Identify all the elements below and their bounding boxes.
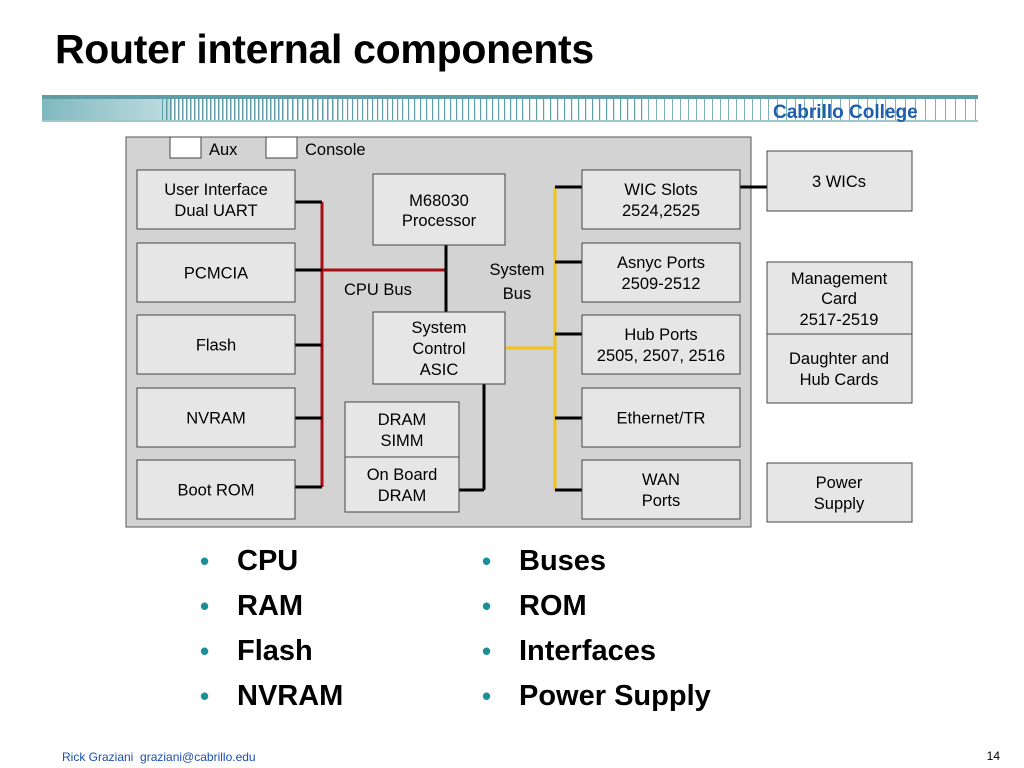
bullet-item: • Interfaces — [482, 631, 711, 676]
management-label-1: Management — [791, 270, 888, 288]
left-box-2 — [136, 314, 296, 375]
daughter-label-1: Daughter and — [789, 350, 889, 368]
right-box-2-label-1: 2505, 2507, 2516 — [597, 347, 725, 365]
aux-port — [169, 136, 202, 159]
console-port — [265, 136, 298, 159]
bullet-dot-icon: • — [200, 681, 210, 711]
power-label-1: Power — [816, 474, 863, 492]
left-box-1-label-0: PCMCIA — [184, 265, 248, 283]
cpu-bus-label: CPU Bus — [344, 281, 412, 299]
processor-box — [372, 173, 506, 246]
power-supply-box — [766, 462, 913, 523]
management-label-3: 2517-2519 — [800, 311, 879, 329]
right-box-1-label-0: Asnyc Ports — [617, 254, 705, 272]
daughter-cards-box — [766, 333, 913, 404]
asic-label-1: System — [411, 319, 466, 337]
bullet-text: Buses — [519, 545, 607, 577]
bullet-text: Interfaces — [519, 635, 657, 667]
asic-label-2: Control — [412, 340, 465, 358]
dram-label-1: DRAM — [378, 411, 427, 429]
system-bus-label-1: System — [489, 261, 544, 279]
bullet-list-left: • CPU • RAM • Flash • NVRAM — [200, 541, 343, 721]
bullet-text: Power Supply — [519, 680, 711, 712]
onboard-label-1: On Board — [367, 466, 438, 484]
right-box-4 — [581, 459, 741, 520]
bullet-item: • Power Supply — [482, 676, 711, 721]
dram-simm-box — [344, 401, 460, 458]
management-label-2: Card — [821, 290, 857, 308]
onboard-dram-box — [344, 456, 460, 513]
left-box-0-label-1: Dual UART — [174, 202, 257, 220]
right-box-1-label-1: 2509-2512 — [622, 275, 701, 293]
system-bus — [506, 187, 557, 490]
slide-title: Router internal components — [55, 26, 594, 72]
bullet-dot-icon: • — [200, 546, 210, 576]
left-box-4-label-0: Boot ROM — [177, 482, 254, 500]
left-box-0 — [136, 169, 296, 230]
right-box-0 — [581, 169, 741, 230]
aux-port-label: Aux — [209, 141, 238, 159]
left-box-3-label-0: NVRAM — [186, 410, 246, 428]
bullet-text: Flash — [237, 635, 313, 667]
left-connectors — [295, 200, 486, 492]
left-box-1 — [136, 242, 296, 303]
onboard-label-2: DRAM — [378, 487, 427, 505]
console-port-label: Console — [305, 141, 366, 159]
footer-email-link[interactable]: graziani@cabrillo.edu — [140, 750, 256, 764]
bullet-dot-icon: • — [482, 546, 492, 576]
dram-label-2: SIMM — [380, 432, 423, 450]
left-box-0-label-0: User Interface — [164, 181, 268, 199]
bullet-text: CPU — [237, 545, 299, 577]
bullet-text: NVRAM — [237, 680, 344, 712]
bullet-text: ROM — [519, 590, 587, 622]
page-number: 14 — [986, 749, 1000, 763]
asic-box — [372, 311, 506, 385]
bullet-dot-icon: • — [200, 591, 210, 621]
right-box-0-label-1: 2524,2525 — [622, 202, 700, 220]
bullet-item: • RAM — [200, 586, 343, 631]
footer-author-name: Rick Graziani — [62, 750, 134, 764]
left-box-2-label-0: Flash — [196, 337, 236, 355]
asic-label-3: ASIC — [420, 361, 459, 379]
bullet-item: • CPU — [200, 541, 343, 586]
left-box-3 — [136, 387, 296, 448]
power-label-2: Supply — [814, 495, 865, 513]
right-box-3-label-0: Ethernet/TR — [617, 410, 706, 428]
right-box-3 — [581, 387, 741, 448]
wics-label: 3 WICs — [812, 173, 866, 191]
left-box-4 — [136, 459, 296, 520]
right-box-2 — [581, 314, 741, 375]
right-box-4-label-0: WAN — [642, 471, 680, 489]
bullet-dot-icon: • — [482, 681, 492, 711]
right-box-4-label-1: Ports — [642, 492, 681, 510]
management-card-box — [766, 261, 913, 335]
bullet-list-right: • Buses • ROM • Interfaces • Power Supply — [482, 541, 711, 721]
bullet-item: • NVRAM — [200, 676, 343, 721]
bullet-item: • Flash — [200, 631, 343, 676]
processor-label-1: M68030 — [409, 192, 469, 210]
bullet-text: RAM — [237, 590, 304, 622]
footer-author: Rick Graziani graziani@cabrillo.edu — [62, 750, 256, 764]
bullet-dot-icon: • — [200, 636, 210, 666]
right-box-0-label-0: WIC Slots — [624, 181, 697, 199]
bullet-dot-icon: • — [482, 591, 492, 621]
processor-label-2: Processor — [402, 212, 477, 230]
bullet-item: • ROM — [482, 586, 711, 631]
bullet-dot-icon: • — [482, 636, 492, 666]
header-banner — [42, 95, 978, 122]
bullet-item: • Buses — [482, 541, 711, 586]
wics-box — [766, 150, 913, 212]
right-box-2-label-0: Hub Ports — [624, 326, 697, 344]
system-bus-label-2: Bus — [503, 285, 531, 303]
right-box-1 — [581, 242, 741, 303]
college-brand: Cabrillo College — [773, 102, 918, 123]
daughter-label-2: Hub Cards — [800, 371, 879, 389]
right-connectors — [555, 185, 767, 492]
